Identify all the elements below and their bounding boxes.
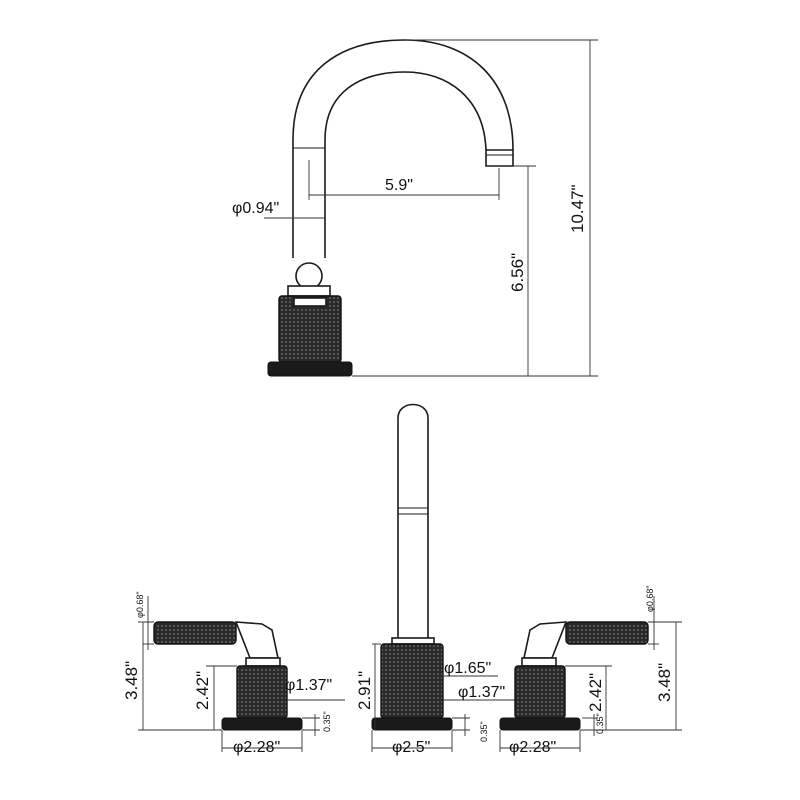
dim-left-body-height: 2.42" xyxy=(193,665,237,730)
left-handle-stem xyxy=(245,657,281,667)
dim-center-base-diameter: φ2.5" xyxy=(371,730,453,756)
dim-right-body-height: 2.42" xyxy=(565,665,612,730)
side-body-window xyxy=(293,297,327,307)
front-center-spout: 2.91" φ1.65" φ1.37" 0.35" φ2.5" xyxy=(355,403,516,756)
right-lever-arm xyxy=(523,621,568,659)
right-handle-body-knurled xyxy=(514,665,566,719)
pivot-bracket xyxy=(287,285,331,297)
dim-label-total-height: 10.47" xyxy=(568,184,587,233)
dim-label-left-body-height: 2.42" xyxy=(193,671,212,710)
dim-label-right-lever-height: 3.48" xyxy=(655,663,674,702)
dim-spout-reach: 5.9" xyxy=(308,160,500,200)
dim-left-base-diameter: φ2.28" xyxy=(221,730,303,756)
dim-label-left-base-thickness: 0.35" xyxy=(322,711,332,732)
dim-left-lever-height: 3.48" xyxy=(122,621,222,731)
dim-label-pipe-diameter: φ0.94" xyxy=(232,200,279,217)
dim-label-center-body-diameter: φ1.37" xyxy=(458,684,505,701)
center-spout-collar xyxy=(391,637,435,645)
spout-outer-outline xyxy=(292,39,514,258)
spout-inner-outline xyxy=(324,71,487,258)
right-lever-knurled xyxy=(565,621,649,645)
left-lever-knurled xyxy=(153,621,237,645)
dim-label-center-base-diameter: φ2.5" xyxy=(392,739,430,756)
dim-label-center-body-height: 2.91" xyxy=(355,671,374,710)
dim-center-body-height: 2.91" xyxy=(355,643,381,730)
right-handle-base xyxy=(499,717,581,731)
dim-pipe-diameter: φ0.94" xyxy=(232,200,325,219)
dim-label-center-collar-diameter: φ1.65" xyxy=(444,660,491,677)
dim-label-spout-height: 6.56" xyxy=(508,253,527,292)
dim-center-collar-diameter: φ1.65" xyxy=(434,660,498,677)
dim-label-left-lever-height: 3.48" xyxy=(122,661,141,700)
dim-left-base-thickness: 0.35" xyxy=(302,711,332,736)
dim-label-left-body-diameter: φ1.37" xyxy=(285,677,332,694)
center-spout-body-knurled xyxy=(380,643,444,719)
dim-label-spout-reach: 5.9" xyxy=(385,177,413,194)
left-handle-body-knurled xyxy=(236,665,288,719)
left-lever-arm xyxy=(234,621,279,659)
left-handle-base xyxy=(221,717,303,731)
pivot-joint xyxy=(295,262,323,290)
dim-right-base-thickness: 0.35" xyxy=(582,713,605,736)
dim-left-body-diameter: φ1.37" xyxy=(285,677,345,701)
dim-label-right-body-height: 2.42" xyxy=(586,673,605,712)
spout-tip xyxy=(485,149,514,167)
center-spout-base xyxy=(371,717,453,731)
dim-right-base-diameter: φ2.28" xyxy=(499,730,581,756)
dim-label-right-lever-diameter: φ0.68" xyxy=(645,585,655,612)
center-spout-column xyxy=(397,403,429,641)
dim-right-lever-height: 3.48" xyxy=(580,621,682,731)
side-view: φ0.94" 5.9" 6.56" 10.47" xyxy=(232,39,598,377)
dim-center-base-thickness: 0.35" xyxy=(452,714,489,742)
front-left-handle: φ0.68" 3.48" 2.42" φ1.37" 0.35" φ2.2 xyxy=(122,591,345,756)
dim-total-height: 10.47" xyxy=(352,39,598,377)
dim-label-center-base-thickness: 0.35" xyxy=(479,721,489,742)
dim-label-right-base-thickness: 0.35" xyxy=(595,713,605,734)
dim-label-right-base-diameter: φ2.28" xyxy=(509,739,556,756)
side-base-plate xyxy=(267,361,353,377)
front-right-handle: φ0.68" 3.48" 2.42" 0.35" φ2.28" xyxy=(499,585,682,756)
dim-center-body-diameter: φ1.37" xyxy=(443,684,516,701)
dim-left-lever-diameter: φ0.68" xyxy=(135,591,154,650)
dim-label-left-base-diameter: φ2.28" xyxy=(233,739,280,756)
dim-spout-height: 6.56" xyxy=(508,165,536,376)
dim-label-left-lever-diameter: φ0.68" xyxy=(135,591,145,618)
right-handle-stem xyxy=(521,657,557,667)
